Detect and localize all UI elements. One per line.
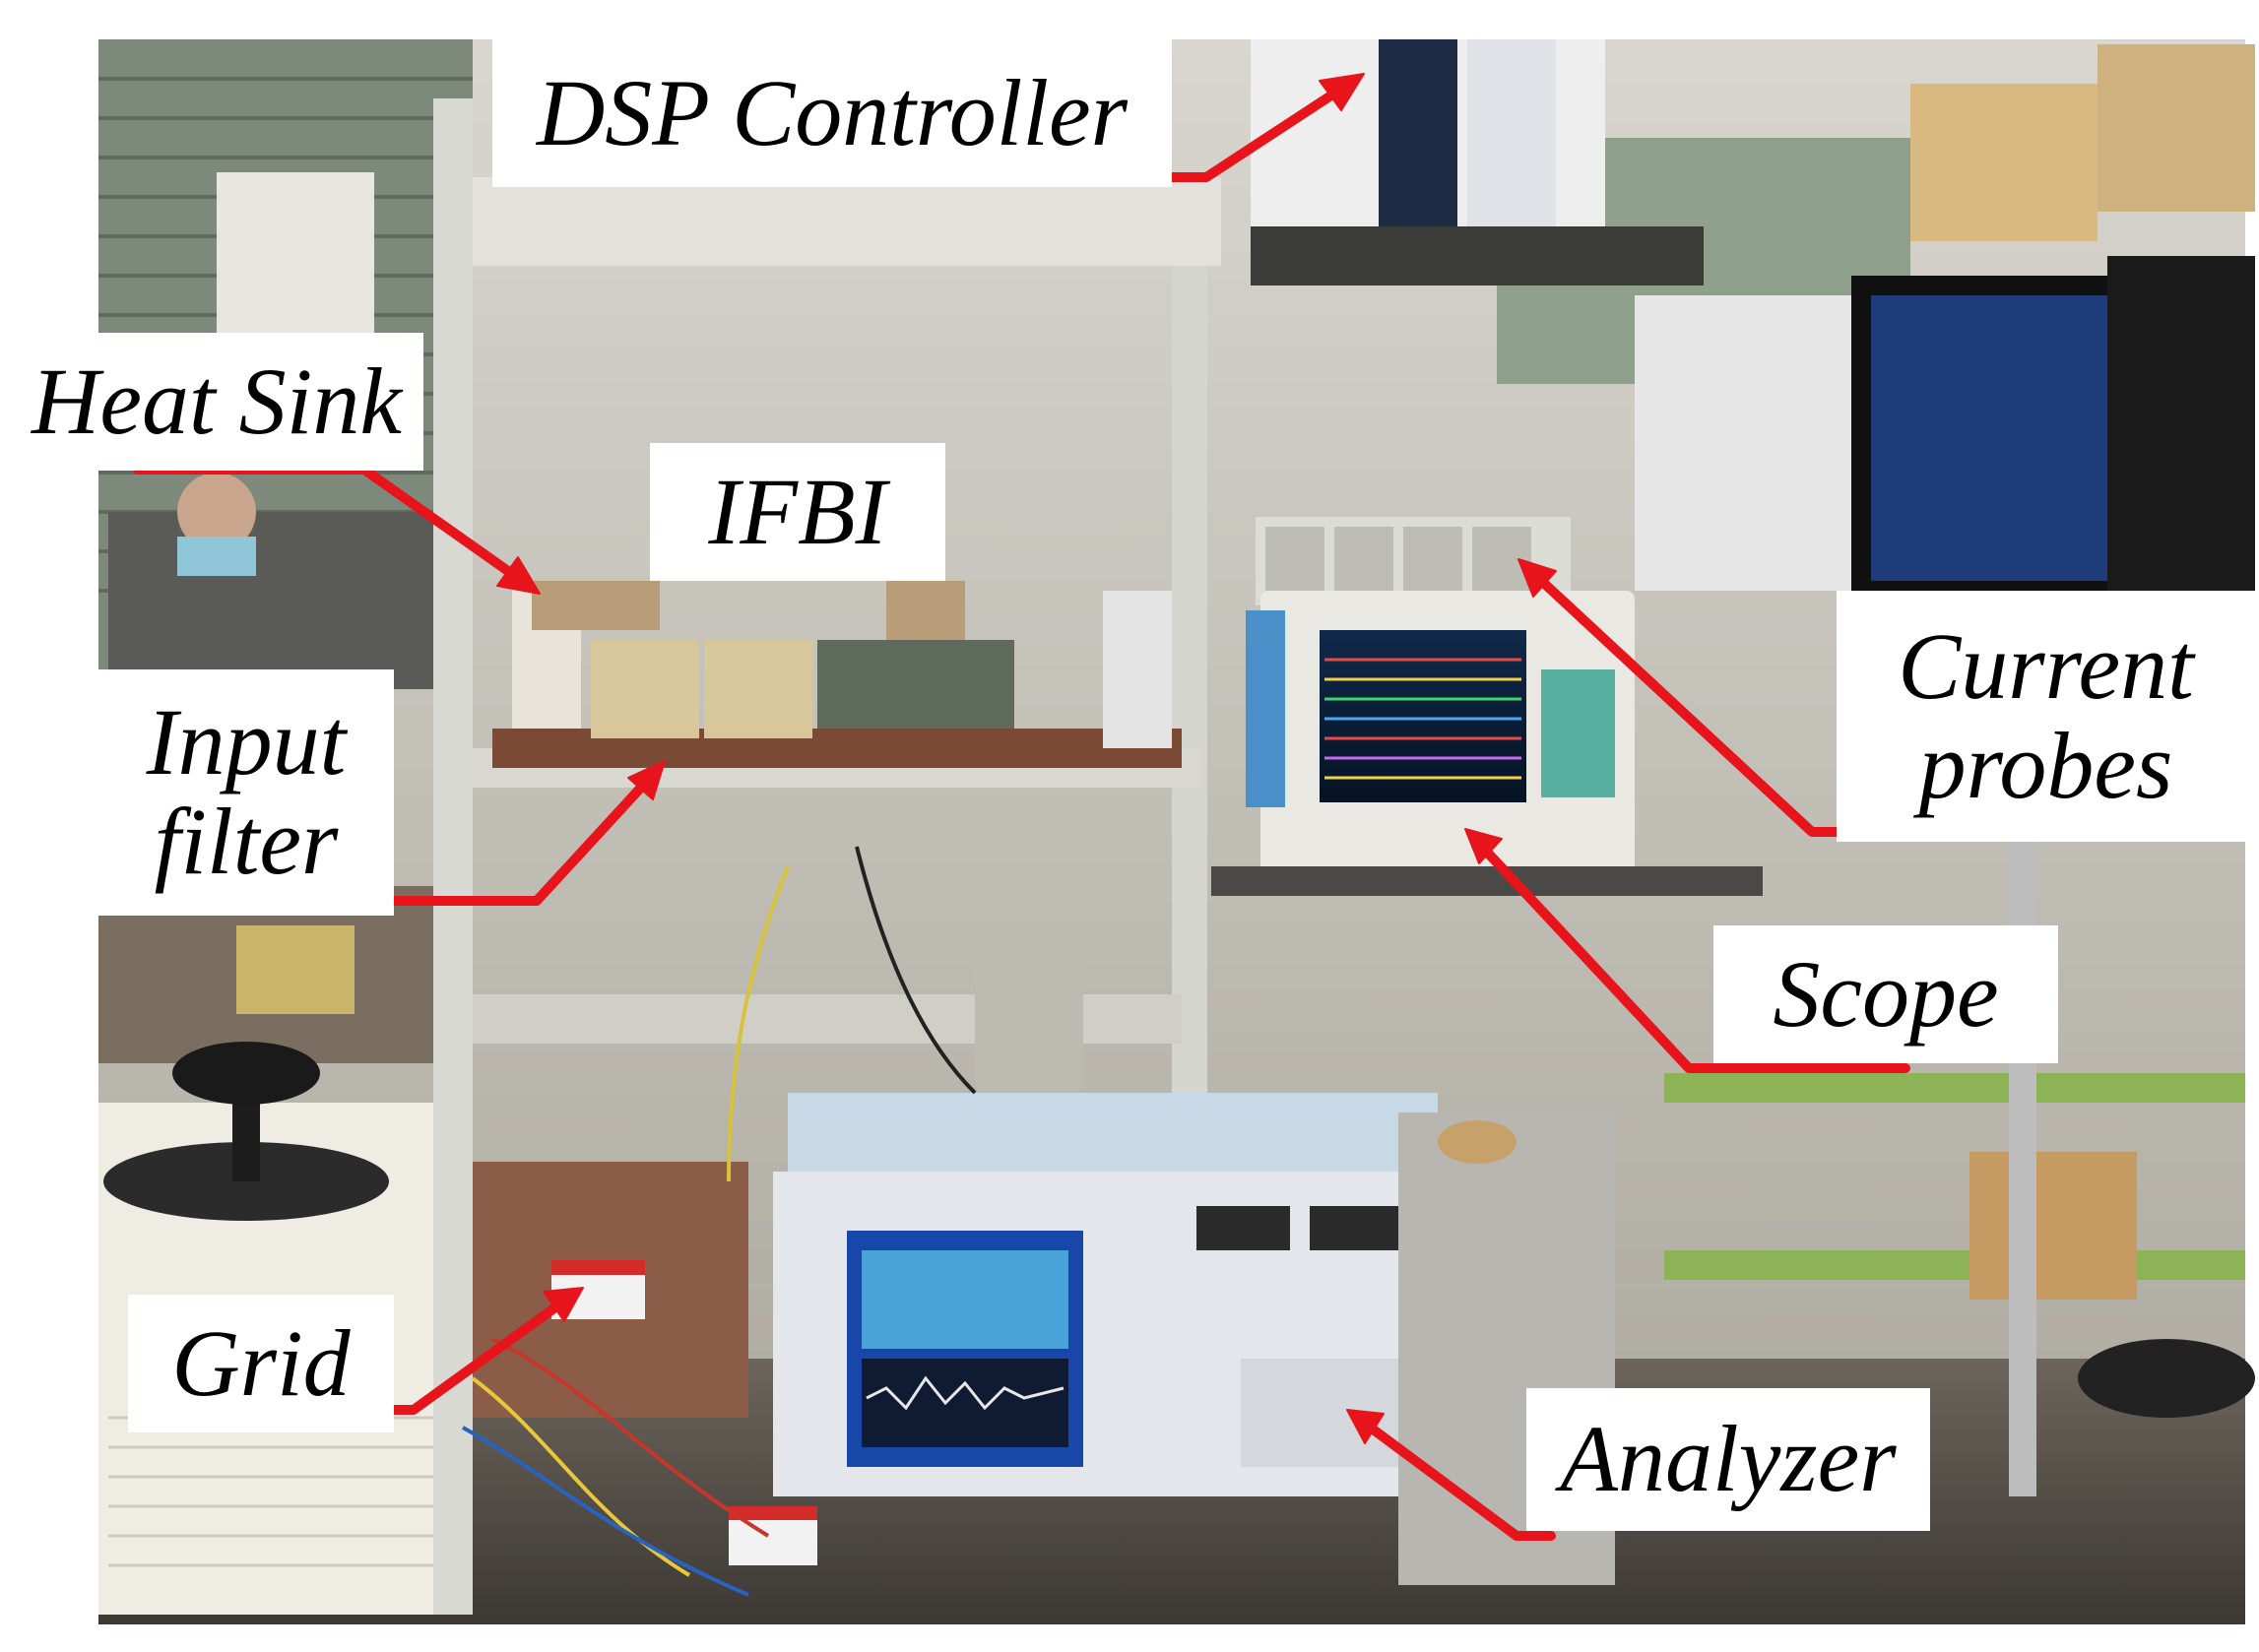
- label-current-probes: Current probes: [1837, 591, 2255, 842]
- ifbi-board: [492, 581, 1182, 768]
- scope-shelf: [1211, 866, 1763, 896]
- cardboard-boxes: [1910, 44, 2255, 241]
- arrow-analyzer: [1346, 1409, 1556, 1541]
- label-dsp-controller: DSP Controller: [492, 39, 1172, 187]
- label-analyzer: Analyzer: [1526, 1388, 1930, 1531]
- label-input-filter-line2: filter: [154, 789, 339, 894]
- circuit-breakers: [551, 1260, 817, 1565]
- label-grid: Grid: [128, 1295, 394, 1432]
- label-ifbi: IFBI: [650, 443, 945, 581]
- oscilloscope: [1246, 591, 1635, 876]
- dsp-controller-cabinet: [1251, 39, 1704, 286]
- cables: [462, 846, 977, 1597]
- arrow-scope: [1464, 828, 1910, 1073]
- label-input-filter-line1: Input: [146, 689, 347, 795]
- label-current-probes-line1: Current: [1898, 612, 2194, 719]
- power-analyzer: [773, 935, 1443, 1496]
- label-scope: Scope: [1713, 925, 2058, 1063]
- label-heat-sink: Heat Sink: [10, 333, 423, 471]
- pc-monitor: [1635, 256, 2255, 610]
- label-input-filter: Input filter: [98, 669, 394, 916]
- label-current-probes-line2: probes: [1918, 712, 2173, 818]
- green-shelving: [1664, 827, 2255, 1496]
